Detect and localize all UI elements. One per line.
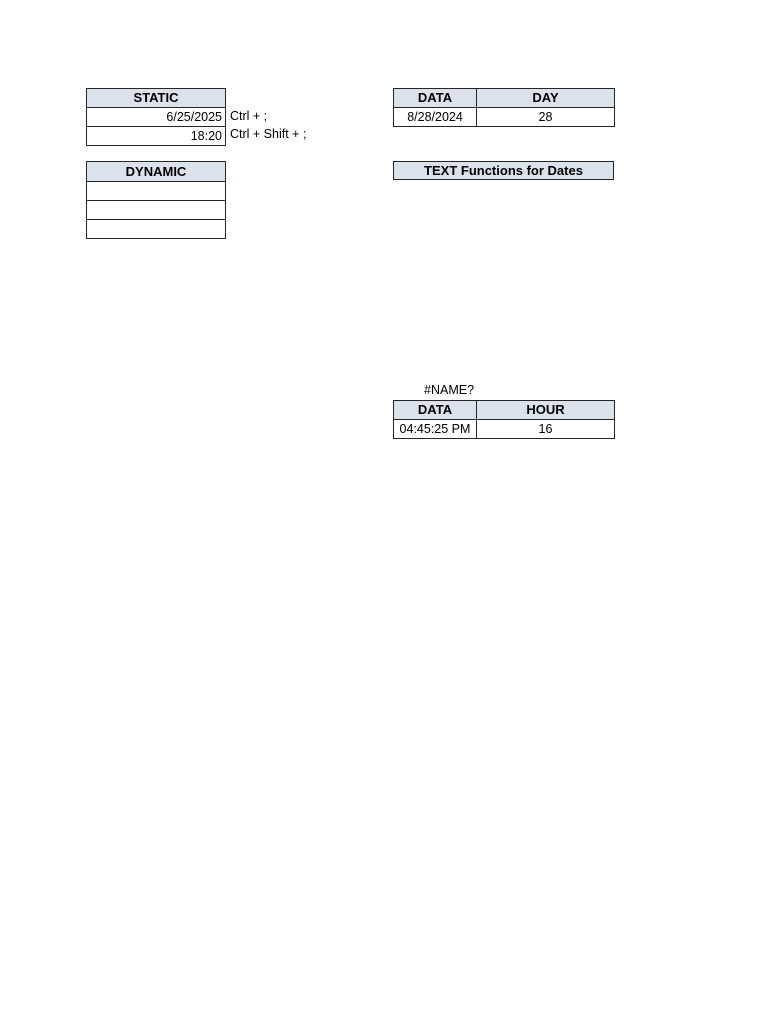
static-time-cell: 18:20 [86, 126, 226, 146]
hour-table-hour-cell: 16 [476, 419, 615, 439]
name-error-value: #NAME? [424, 383, 475, 397]
static-date-cell: 6/25/2025 [86, 107, 226, 127]
dynamic-empty-cell [86, 219, 226, 239]
hour-table-header-hour: HOUR [476, 400, 615, 420]
hour-table-time-cell: 04:45:25 PM [393, 419, 477, 439]
dynamic-empty-cell [86, 181, 226, 201]
shortcut-label-date: Ctrl + ; [230, 109, 268, 123]
day-table-date-cell: 8/28/2024 [393, 107, 477, 127]
hour-table-header-data: DATA [393, 400, 477, 420]
static-table: STATIC 6/25/2025 18:20 [86, 88, 226, 146]
day-table-header-data: DATA [393, 88, 477, 108]
data-hour-table: DATA HOUR 04:45:25 PM 16 [393, 400, 615, 439]
dynamic-empty-cell [86, 200, 226, 220]
dynamic-table-title: DYNAMIC [86, 161, 226, 182]
static-table-title: STATIC [86, 88, 226, 108]
dynamic-table: DYNAMIC [86, 161, 226, 239]
shortcut-label-time: Ctrl + Shift + ; [230, 127, 307, 141]
text-functions-banner: TEXT Functions for Dates [393, 161, 614, 180]
day-table-day-cell: 28 [476, 107, 615, 127]
day-table-header-day: DAY [476, 88, 615, 108]
data-day-table: DATA DAY 8/28/2024 28 [393, 88, 615, 127]
